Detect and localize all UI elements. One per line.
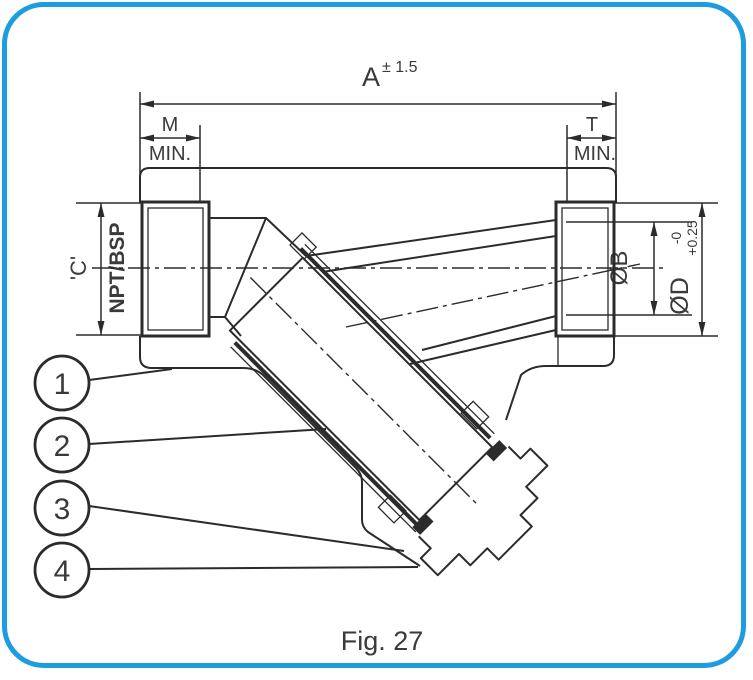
body-right-wing	[505, 336, 615, 421]
body-top-outline	[139, 167, 617, 203]
blue-rounded-border	[2, 2, 746, 668]
strainer-cap	[417, 445, 549, 577]
dim-d-label: ØD	[666, 277, 694, 315]
balloon-4-number: 4	[54, 555, 71, 588]
branch-centerline	[249, 277, 478, 505]
dimension-c: 'C' NPT/BSP	[66, 202, 142, 336]
dim-t-min: MIN.	[574, 143, 616, 165]
body-left-wing	[139, 336, 421, 567]
dim-m-min: MIN.	[149, 143, 191, 165]
cap-gasket	[412, 513, 434, 535]
outlet-bore-line	[305, 219, 557, 257]
seam-tab	[289, 232, 318, 261]
dim-m-label: M	[162, 114, 179, 136]
thread-spec-label: NPT/BSP	[106, 222, 129, 313]
dimension-m: M MIN.	[140, 114, 201, 203]
strainer-branch	[228, 232, 549, 577]
dimension-a: A ± 1.5	[139, 59, 617, 176]
screen-seam-upper	[299, 247, 492, 440]
outlet-bore-line	[421, 315, 557, 351]
outlet-bore-line	[321, 235, 557, 273]
right-end-cap	[554, 200, 616, 338]
dim-a-label: A	[362, 62, 380, 92]
right-end-cap-inner	[561, 207, 609, 331]
left-end-cap	[140, 200, 211, 338]
dim-c-label: 'C'	[66, 256, 91, 280]
seam-tab	[377, 494, 407, 524]
balloon-1	[33, 354, 91, 412]
leader-line-2	[88, 428, 327, 445]
screen-seam-upper-inner	[304, 243, 495, 435]
balloon-1-number: 1	[54, 368, 71, 401]
figure-caption: Fig. 27	[341, 626, 424, 656]
leader-line-3	[88, 505, 405, 552]
dimension-d: ØD +0.25 -0	[614, 202, 718, 337]
screen-centerline	[345, 263, 641, 328]
dim-d-tol-minus: -0	[668, 232, 684, 245]
leader-line-4	[88, 566, 419, 570]
left-end-cap-inner	[147, 207, 204, 331]
valve-body	[92, 167, 664, 577]
balloon-3	[33, 479, 91, 537]
dimension-t: T MIN.	[566, 114, 616, 203]
dim-t-label: T	[586, 114, 598, 136]
dim-d-tol-plus: +0.25	[684, 220, 700, 256]
balloon-2	[33, 416, 91, 474]
inlet-cone	[209, 217, 267, 318]
balloon-3-number: 3	[54, 493, 71, 526]
balloon-4	[33, 541, 91, 599]
callouts: 1 2 3 4	[33, 354, 419, 599]
seam-tab	[460, 400, 490, 430]
inlet-cone-edge	[265, 217, 307, 257]
cap-gasket	[485, 440, 508, 462]
dim-a-tolerance: ± 1.5	[382, 59, 418, 76]
balloon-2-number: 2	[54, 430, 71, 463]
outlet-bore-line	[409, 329, 557, 365]
leader-line-1	[88, 368, 173, 381]
